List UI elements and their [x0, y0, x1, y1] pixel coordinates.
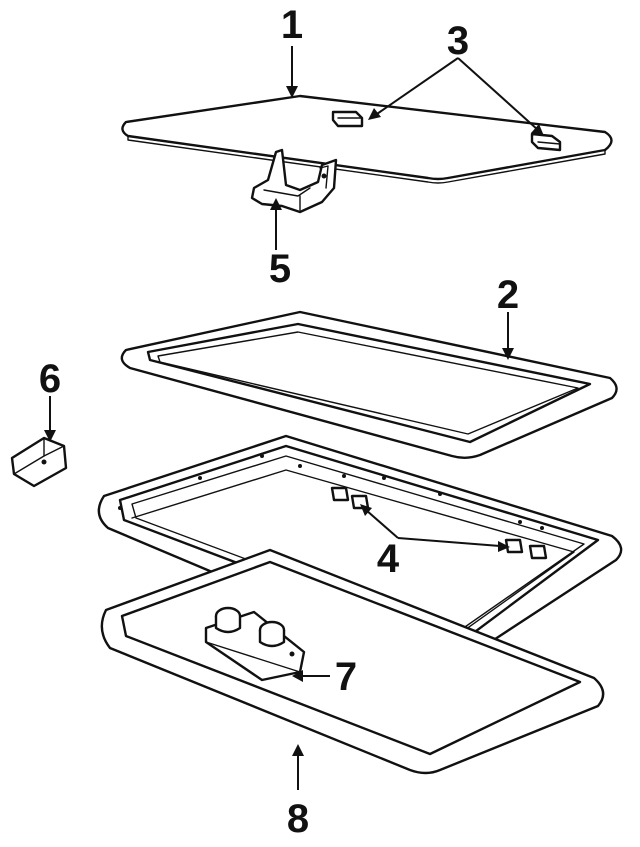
callout-2: 2: [497, 273, 519, 317]
sunroof-glass-panel: [121, 94, 613, 184]
small-clip: [10, 436, 68, 488]
leader-3: [368, 57, 544, 136]
panel-bracket-left: [331, 110, 364, 128]
housing-bracket-d: [528, 544, 548, 560]
callout-4: 4: [377, 537, 400, 581]
panel-bracket-right: [530, 132, 562, 152]
leader-1: [286, 46, 298, 98]
leader-6: [44, 396, 56, 442]
sunroof-seal-frame: [120, 310, 618, 459]
housing-bracket-c: [504, 538, 524, 554]
leader-5: [270, 198, 282, 250]
leader-2: [502, 312, 514, 360]
sunroof-drain-tray: [100, 548, 605, 775]
callout-6: 6: [39, 357, 61, 401]
callout-8: 8: [287, 797, 309, 841]
panel-handle: [250, 148, 338, 214]
housing-bracket-a: [330, 486, 350, 502]
callout-1: 1: [281, 3, 303, 47]
leader-7: [292, 670, 330, 682]
drive-motor-assembly: [204, 606, 306, 682]
leader-8: [292, 744, 304, 790]
callout-5: 5: [269, 247, 291, 291]
callout-7: 7: [335, 655, 357, 699]
callout-3: 3: [447, 19, 469, 63]
leader-4: [360, 504, 510, 552]
